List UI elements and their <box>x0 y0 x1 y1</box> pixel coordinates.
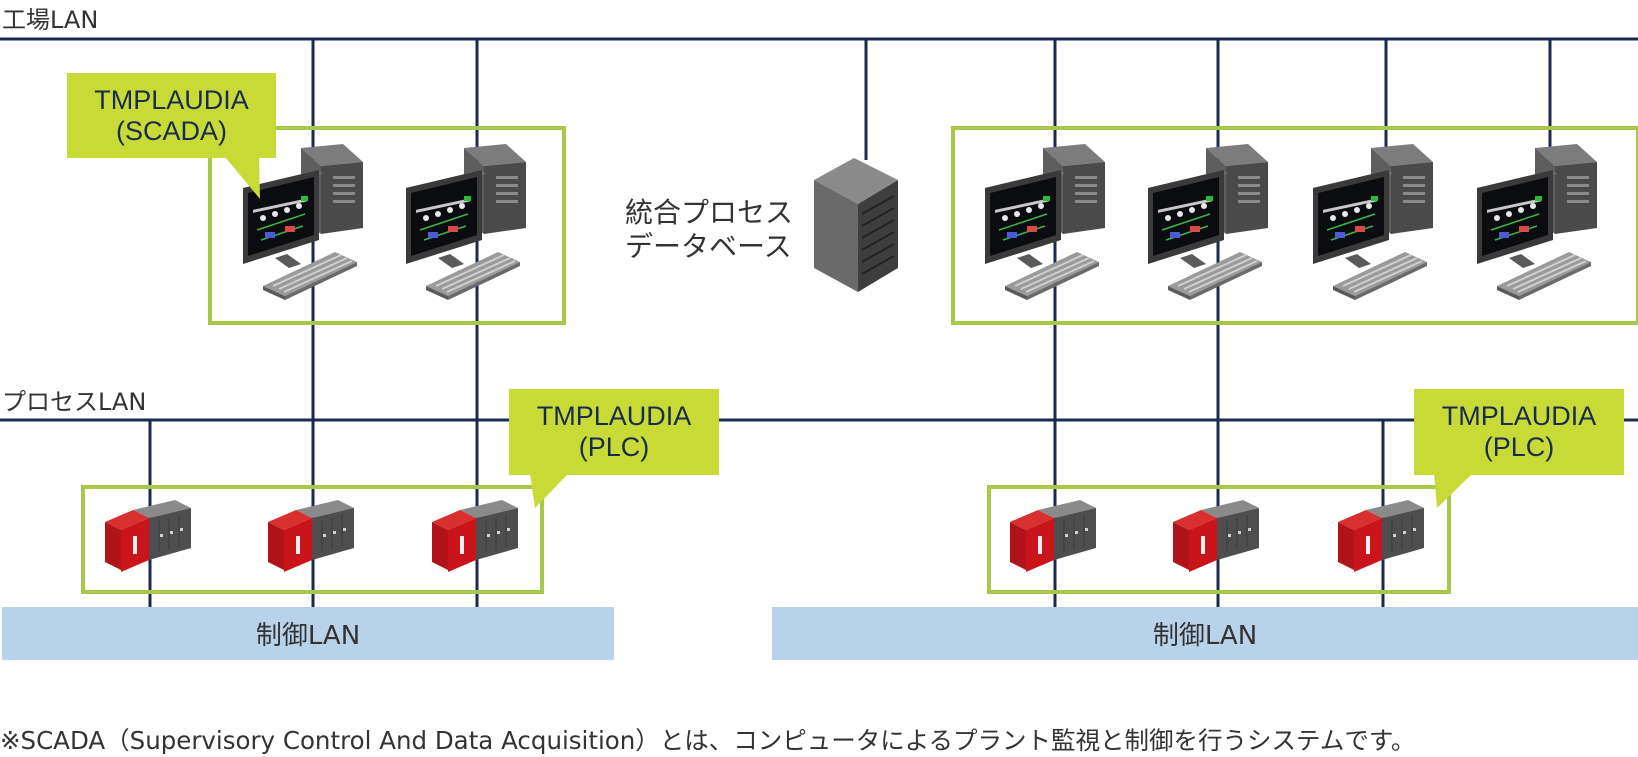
workstation-icon <box>1147 143 1269 301</box>
plc-callout-left-text: TMPLAUDIA (PLC) <box>509 389 719 475</box>
scada-callout <box>67 73 276 199</box>
control-lan-label-left: 制御LAN <box>255 621 361 651</box>
plc-callout-left <box>509 389 719 508</box>
plc-callout-right-line1: TMPLAUDIA <box>1441 401 1597 431</box>
control-lan-bar-left: 制御LAN <box>2 607 614 660</box>
server-icon <box>814 158 898 292</box>
control-lan-label-right: 制御LAN <box>1152 621 1258 651</box>
plc-icon <box>1172 499 1260 573</box>
process-lan-label: プロセスLAN <box>2 388 147 416</box>
plc-callout-right-text: TMPLAUDIA (PLC) <box>1414 389 1624 475</box>
plc-icon <box>1337 499 1425 573</box>
plc-icon <box>431 499 519 573</box>
plc-group-box-right <box>987 485 1451 594</box>
plc-callout-right <box>1414 389 1624 508</box>
scada-callout-line1: TMPLAUDIA <box>94 84 249 115</box>
database-label-line1: 統合プロセス <box>625 196 794 229</box>
scada-callout-line2: (SCADA) <box>115 115 227 146</box>
database-label: 統合プロセス データベース <box>625 196 793 264</box>
plc-group-box-left <box>81 485 544 594</box>
workstation-icon <box>984 143 1106 301</box>
plc-callout-left-line1: TMPLAUDIA <box>536 401 692 431</box>
plc-icon <box>267 499 355 573</box>
workstation-icon <box>242 143 364 301</box>
scada-callout-text: TMPLAUDIA (SCADA) <box>67 73 276 158</box>
workstation-icon <box>1476 143 1598 301</box>
plc-icon <box>104 499 192 573</box>
footnote: ※SCADA（Supervisory Control And Data Acqu… <box>0 726 1416 755</box>
database-label-line2: データベース <box>625 230 792 263</box>
scada-group-box <box>208 126 566 325</box>
workstation-icon <box>1312 143 1434 301</box>
factory-lan-label: 工場LAN <box>2 6 99 34</box>
workstation-group-box <box>951 126 1638 325</box>
workstation-icon <box>405 143 527 301</box>
control-lan-bar-right: 制御LAN <box>772 607 1638 660</box>
plc-icon <box>1009 499 1097 573</box>
plc-callout-left-line2: (PLC) <box>578 432 650 462</box>
plc-callout-right-line2: (PLC) <box>1483 432 1555 462</box>
